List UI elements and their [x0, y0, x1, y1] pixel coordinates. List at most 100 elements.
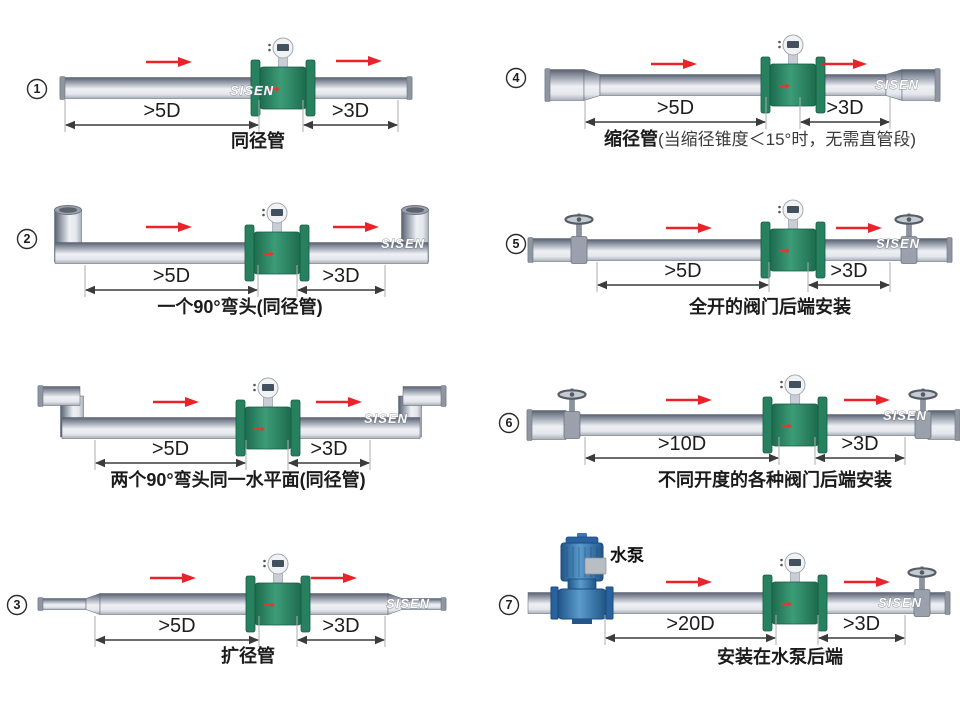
- dimension-label: >20D: [666, 613, 714, 635]
- dimension-label: >5D: [152, 438, 189, 460]
- pipe-segment: [37, 386, 81, 406]
- dimension-label: >3D: [310, 438, 347, 460]
- pump-icon: [550, 533, 614, 624]
- flowmeter-icon: [244, 202, 310, 282]
- dimension: >3D: [815, 433, 905, 463]
- pipe-segment: [527, 238, 575, 262]
- flowmeter-icon: [762, 552, 828, 632]
- flowmeter-icon: [762, 374, 828, 454]
- dimension: >3D: [297, 265, 385, 295]
- caption: 一个90°弯头(同径管): [157, 296, 322, 317]
- panel-3: SISEN >5D >3D 两个90°弯头同一水平面(同径管): [37, 377, 447, 490]
- dimension: >10D: [585, 433, 779, 463]
- dimension-label: >3D: [332, 100, 369, 122]
- dimension: >3D: [297, 615, 385, 645]
- pipe-end-cap: [37, 385, 44, 407]
- dimension: >3D: [808, 260, 890, 290]
- pipe-segment: [915, 238, 953, 262]
- panel-1: SISEN >5D >3D 同径管 1: [26, 37, 413, 151]
- caption: 扩径管: [221, 645, 275, 666]
- panel-number: 2: [16, 228, 38, 250]
- caption: 不同开度的各种阀门后端安装: [658, 469, 892, 490]
- dimension: >3D: [288, 438, 370, 468]
- caption: 同径管: [231, 130, 285, 151]
- caption: 全开的阀门后端安装: [688, 296, 851, 317]
- pipe-end-cap: [944, 591, 951, 615]
- pipe-end-cap: [544, 68, 551, 102]
- dimension-label: >5D: [664, 260, 701, 282]
- pipe-end-cap: [934, 68, 941, 102]
- panel-number: 4: [505, 67, 527, 89]
- pipe-segment: [402, 386, 447, 406]
- valve-icon: [564, 213, 594, 264]
- pipe-segment: [583, 239, 909, 261]
- flow-arrow-icon: [333, 222, 379, 232]
- pipe-segment: [54, 242, 429, 264]
- svg-text:6: 6: [506, 416, 513, 430]
- svg-text:4: 4: [513, 71, 520, 85]
- pipe-segment: [599, 74, 887, 96]
- pipe-end-cap: [59, 76, 66, 100]
- dimension: >5D: [95, 615, 259, 645]
- brand-watermark: SISEN: [230, 83, 274, 98]
- pipe-end-cap: [954, 409, 960, 441]
- caption: 两个90°弯头同一水平面(同径管): [110, 469, 365, 490]
- caption: 缩径管(当缩径锥度＜15°时，无需直管段): [604, 128, 916, 149]
- dimension: >5D: [65, 100, 259, 130]
- dimension-label: >3D: [826, 97, 863, 119]
- dimension-label: >5D: [158, 615, 195, 637]
- dimension-label: >5D: [657, 97, 694, 119]
- dimension-label: >3D: [841, 433, 878, 455]
- panel-4: SISEN >5D >3D 扩径管 3: [6, 553, 447, 666]
- flow-arrow-icon: [666, 395, 712, 405]
- pipe-segment: [927, 410, 960, 440]
- caption: 安装在水泵后端: [717, 646, 843, 667]
- pipe-end-cap: [440, 385, 447, 407]
- svg-text:5: 5: [513, 237, 520, 251]
- valve-icon: [908, 388, 938, 439]
- pipe-opening: [54, 205, 82, 215]
- panel-2: SISEN >5D >3D 一个90°弯头(同径管) 2: [16, 202, 429, 317]
- brand-watermark: SISEN: [876, 236, 920, 251]
- brand-watermark: SISEN: [878, 595, 922, 610]
- dimension-label: >3D: [843, 613, 880, 635]
- dimension-label: >5D: [153, 265, 190, 287]
- pipe-end-cap: [527, 237, 534, 263]
- dimension: >3D: [818, 613, 905, 643]
- flowmeter-icon: [250, 37, 316, 117]
- panel-5: SISEN >5D >3D 缩径管(当缩径锥度＜15°时，无需直管段) 4: [505, 34, 941, 149]
- flowmeter-icon: [760, 34, 826, 114]
- panel-number: 7: [498, 594, 520, 616]
- svg-text:1: 1: [34, 82, 41, 96]
- pipe-end-cap: [406, 76, 413, 100]
- svg-text:7: 7: [506, 598, 513, 612]
- brand-watermark: SISEN: [875, 77, 919, 92]
- flowmeter-icon: [245, 553, 311, 633]
- flow-arrow-icon: [651, 59, 697, 69]
- valve-icon: [907, 566, 937, 617]
- dimension-label: >3D: [322, 265, 359, 287]
- dimension: >5D: [585, 97, 766, 127]
- flow-arrow-icon: [666, 223, 712, 233]
- brand-watermark: SISEN: [381, 236, 425, 251]
- valve-icon: [557, 388, 587, 439]
- svg-text:3: 3: [14, 598, 21, 612]
- dimension: >3D: [800, 97, 890, 127]
- brand-watermark: SISEN: [364, 411, 408, 426]
- flow-arrow-icon: [316, 397, 362, 407]
- dimension-label: >10D: [658, 433, 706, 455]
- panel-number: 3: [6, 594, 28, 616]
- flow-arrow-icon: [153, 397, 199, 407]
- flow-arrow-icon: [836, 223, 882, 233]
- dimension: >5D: [95, 438, 246, 468]
- panel-number: 1: [26, 78, 48, 100]
- svg-text:2: 2: [24, 232, 31, 246]
- flow-arrow-icon: [336, 56, 382, 66]
- brand-watermark: SISEN: [883, 408, 927, 423]
- flow-arrow-icon: [311, 573, 357, 583]
- pipe-segment: [99, 593, 389, 615]
- dimension: >5D: [85, 265, 258, 295]
- flow-arrow-icon: [150, 573, 196, 583]
- panel-6: SISEN >5D >3D 全开的阀门后端安装 5: [505, 199, 953, 317]
- flow-arrow-icon: [844, 577, 890, 587]
